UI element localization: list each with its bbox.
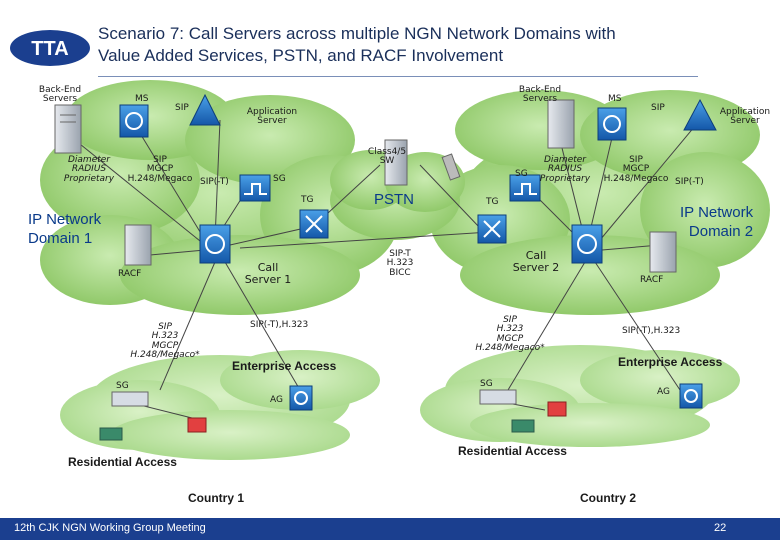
d1-enterprise-proto-label: SIP(-T),H.323 [250,320,309,330]
title-rule [98,76,698,77]
d1-tg-label: TG [301,195,314,205]
d1-sipt-label: SIP(-T) [200,177,229,187]
phone-icons-1 [99,417,207,441]
backend-server-1 [54,104,82,154]
d2-residential-label: Residential Access [458,444,567,458]
ag-device-access-2 [679,383,703,409]
sg-device-access-1 [111,391,149,407]
d1-residential-label: Residential Access [68,455,177,469]
d1-ms-label: MS [135,94,149,104]
d2-enterprise-access-label: Enterprise Access [618,355,723,369]
signaling-gateway-1 [239,174,271,202]
d2-sg-label: SG [515,169,528,179]
d2-country-label: Country 2 [580,491,637,505]
call-server-2-device [571,224,603,264]
d1-sip-label: SIP [175,103,189,113]
ag-device-access-1 [289,385,313,411]
d1-sg-access-label: SG [116,381,129,391]
d2-enterprise-proto-label: SIP(-T),H.323 [622,326,681,336]
title-line-2: Value Added Services, PSTN, and RACF Inv… [98,46,504,65]
d2-sg-access-label: SG [480,379,493,389]
d1-country-label: Country 1 [188,491,245,505]
footer-bar [0,518,780,540]
d2-ag-label: AG [657,387,670,397]
d2-racf-label: RACF [640,275,664,285]
media-server-2 [597,107,627,141]
pstn-label: PSTN [374,191,415,208]
tta-logo: TTA [8,28,92,68]
d2-sipt-label: SIP(-T) [675,177,704,187]
title-line-1: Scenario 7: Call Servers across multiple… [98,24,616,43]
d1-sg-label: SG [273,174,286,184]
page-number: 22 [714,522,727,534]
logo-text: TTA [31,38,68,60]
trunk-gateway-2 [477,214,507,244]
d2-ms-label: MS [608,94,622,104]
footer-meeting-text: 12th CJK NGN Working Group Meeting [14,522,206,534]
d2-tg-label: TG [486,197,499,207]
call-server-1-device [199,224,231,264]
racf-server-2 [649,231,677,273]
app-server-1 [189,93,221,126]
media-server-1 [119,104,149,138]
signaling-gateway-2 [509,174,541,202]
domain1-cloud [40,80,400,315]
racf-server-1 [124,224,152,266]
trunk-gateway-1 [299,209,329,239]
class45-switch [384,139,461,186]
d1-racf-label: RACF [118,269,142,279]
d1-ag-label: AG [270,395,283,405]
app-server-2 [683,98,717,131]
d2-sip-label: SIP [651,103,665,113]
phone-icons-2 [511,401,567,433]
backend-server-2 [547,99,575,149]
sg-device-access-2 [479,389,517,405]
d1-enterprise-access-label: Enterprise Access [232,359,337,373]
